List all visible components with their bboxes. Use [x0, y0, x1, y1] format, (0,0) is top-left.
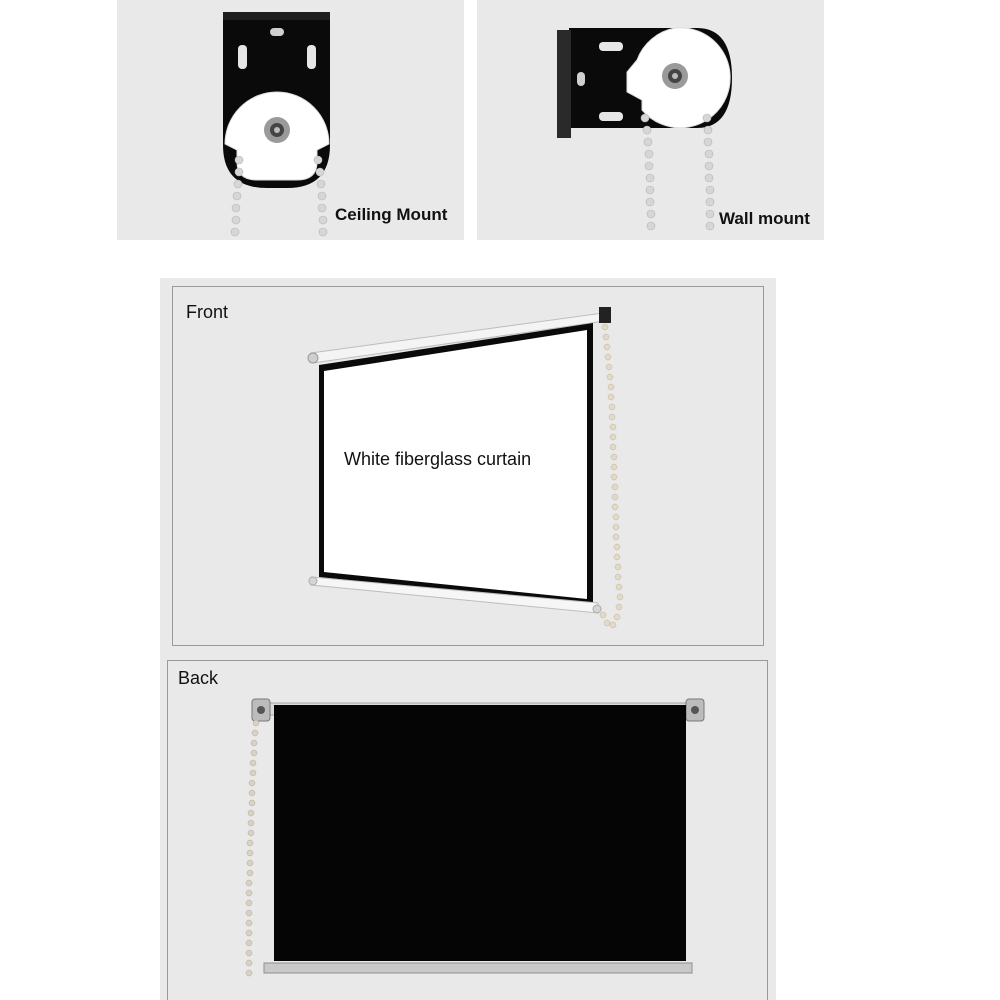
ceiling-mount-label: Ceiling Mount [335, 205, 448, 224]
wall-mount-label: Wall mount [719, 209, 810, 228]
back-title: Back [178, 668, 219, 688]
back-screen-illustration [245, 698, 705, 977]
front-title: Front [186, 302, 229, 322]
front-screen-illustration [307, 307, 624, 629]
wall-mount-bracket-illustration [557, 27, 732, 231]
front-view-panel: Front White fiberglass curtain [172, 286, 764, 646]
ceiling-mount-panel: Ceiling Mount [117, 0, 464, 240]
curtain-label: White fiberglass curtain [344, 449, 532, 469]
ceiling-mount-bracket-illustration [223, 12, 330, 237]
wall-mount-panel: Wall mount [477, 0, 824, 240]
back-view-panel: Back [167, 660, 768, 1000]
